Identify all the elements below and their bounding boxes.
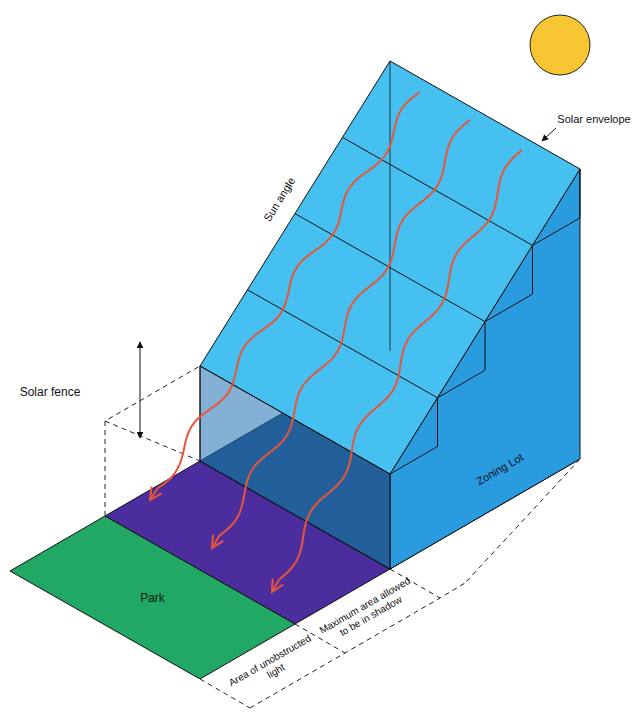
dimension-label: Solar fence — [20, 385, 81, 399]
dimension-arrow — [140, 342, 141, 438]
sun — [530, 15, 590, 75]
sun-ray — [272, 150, 522, 592]
dimension-lines — [200, 459, 580, 708]
envelope-front — [200, 366, 390, 569]
sun-ray-head — [272, 579, 283, 592]
sun-ray — [212, 120, 470, 548]
sun-ray-head — [150, 487, 162, 500]
box-edges — [200, 61, 390, 461]
leader-arrow — [542, 128, 556, 141]
callout-label: Solar envelope — [557, 113, 630, 126]
park-area: Park — [10, 516, 295, 679]
sun-ray-head — [212, 535, 223, 548]
sun-rays — [150, 92, 522, 592]
area-label: Park — [140, 591, 165, 605]
